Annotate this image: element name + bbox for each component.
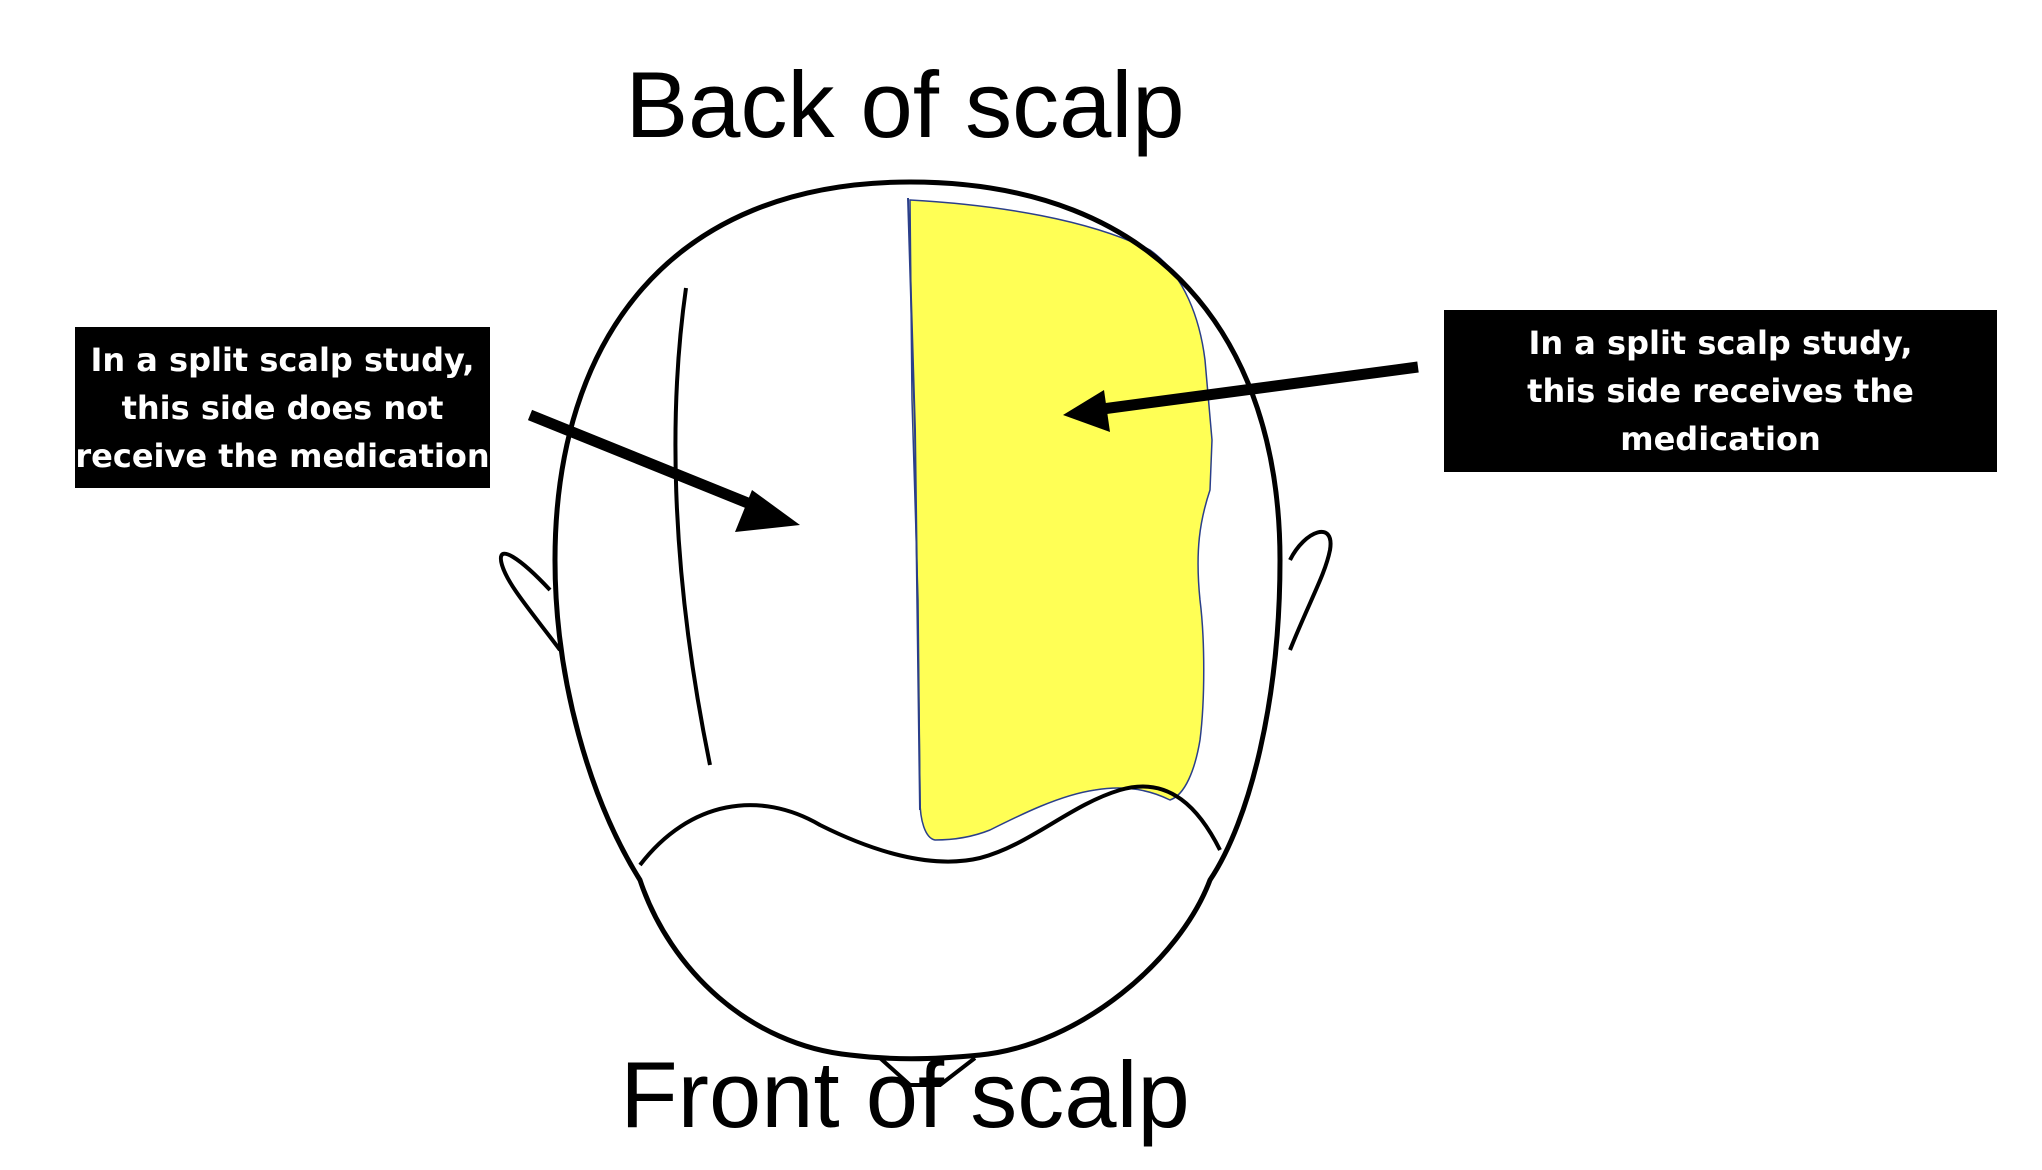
front-of-scalp-heading: Front of scalp [0, 1048, 1810, 1142]
untreated-side-label: In a split scalp study, this side does n… [75, 327, 490, 488]
untreated-label-line: this side does not [75, 384, 490, 432]
back-of-scalp-heading: Back of scalp [0, 58, 1810, 152]
treated-label-line: medication [1444, 415, 1997, 463]
hair-streak [675, 288, 710, 765]
treated-label-line: this side receives the [1444, 367, 1997, 415]
arrow-untreated [530, 415, 800, 532]
treated-scalp-region [910, 200, 1212, 840]
treated-label-line: In a split scalp study, [1444, 319, 1997, 367]
treated-side-label: In a split scalp study, this side receiv… [1444, 310, 1997, 472]
untreated-label-line: In a split scalp study, [75, 336, 490, 384]
untreated-label-line: receive the medication [75, 432, 490, 480]
right-ear [1290, 532, 1331, 650]
left-ear [501, 554, 560, 650]
